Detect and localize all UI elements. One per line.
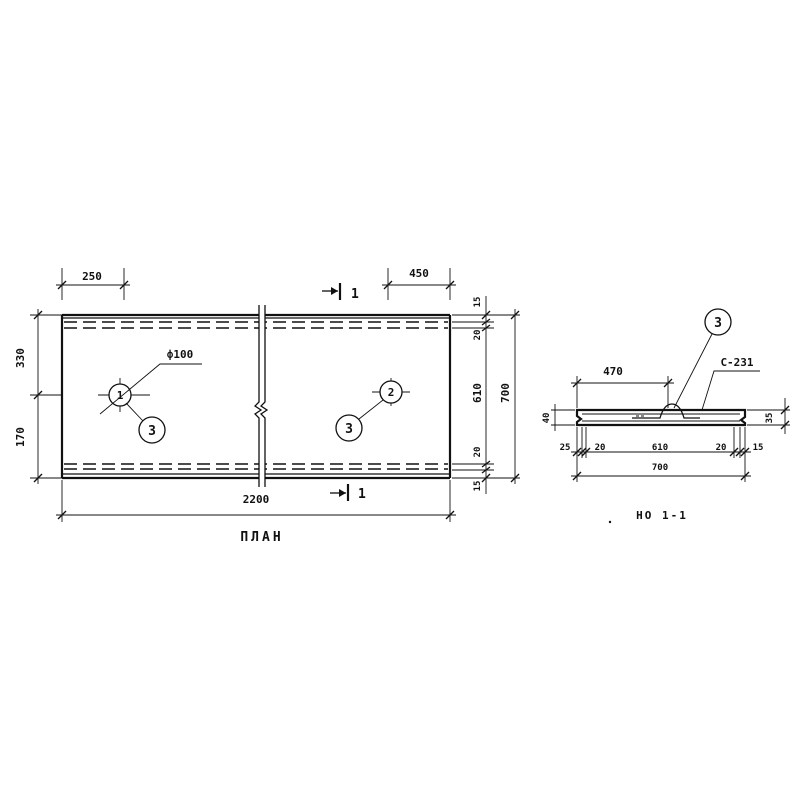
- dim-left-lower-label: 170: [14, 427, 27, 447]
- plan-title: ПЛАН: [240, 530, 283, 545]
- dim-overall-width-label: 700: [499, 383, 512, 403]
- dim-right-4-label: 20: [473, 447, 483, 458]
- dim-left-upper-label: 330: [14, 348, 27, 368]
- section-mark-label: С-231: [720, 356, 753, 369]
- dim-left-top-label: 250: [82, 270, 102, 283]
- dim-right-2-label: 20: [473, 330, 483, 341]
- diameter-leader: [99, 363, 202, 415]
- dim-right-top-label: 450: [409, 267, 429, 280]
- section-mark-top: 1: [322, 283, 359, 302]
- hole-marker-left: 1: [117, 389, 124, 402]
- dim-section-right-height: 35: [747, 398, 790, 434]
- hole-left: 1: [98, 378, 150, 412]
- dim-right-top: 450: [382, 267, 456, 300]
- dim-section-chain-4: 20: [716, 443, 727, 453]
- dim-right-3-label: 610: [471, 383, 484, 403]
- hole-right: 2: [372, 378, 410, 406]
- section-mark-bottom: 1: [330, 484, 366, 502]
- dim-left-vertical: 330 170: [14, 309, 62, 484]
- dim-right-1-label: 15: [473, 297, 483, 308]
- section-callout-circle: [704, 308, 732, 336]
- dim-overall-width: 700: [499, 309, 520, 484]
- dim-section-left-height-label: 40: [542, 413, 552, 424]
- dim-section-chain-2: 20: [595, 443, 606, 453]
- callout-circle-right: [335, 414, 363, 442]
- section-title: НО 1-1: [636, 509, 688, 522]
- dim-right-vertical: 15 20 610 20 15: [452, 296, 520, 494]
- dim-section-470-label: 470: [603, 365, 623, 378]
- section-rebar: [632, 403, 700, 419]
- break-line-left: [253, 305, 263, 487]
- dim-section-left-height: 40: [542, 404, 575, 431]
- section-mark-bottom-label: 1: [358, 487, 366, 502]
- dim-overall-length-label: 2200: [243, 493, 270, 506]
- section-view: 470 3 С-231 40 35: [542, 308, 790, 524]
- dim-section-chain-1: 25: [560, 443, 571, 453]
- section-callout: 3: [714, 316, 722, 331]
- hole-diameter-label: ф100: [167, 348, 194, 361]
- dim-section-chain-3: 610: [652, 443, 668, 453]
- callout-circle-left: [138, 416, 166, 444]
- break-line-right: [259, 305, 269, 487]
- plan-view: 1 ф100 3 2 3 250: [14, 267, 520, 545]
- dim-section-overall-label: 700: [652, 463, 668, 473]
- dim-section-overall: 700: [571, 463, 751, 481]
- dim-section-470: 470: [571, 365, 674, 408]
- hole-marker-right: 2: [388, 386, 395, 399]
- dim-section-chain-5: 15: [753, 443, 764, 453]
- callout-right: 3: [345, 422, 353, 437]
- dim-section-right-height-label: 35: [765, 413, 775, 424]
- dim-right-5-label: 15: [473, 481, 483, 492]
- section-mark-top-label: 1: [351, 287, 359, 302]
- section-slab-profile: [575, 408, 747, 427]
- dim-overall-length: 2200: [56, 480, 456, 522]
- dim-left-top: 250: [56, 268, 130, 300]
- callout-left: 3: [148, 424, 156, 439]
- dim-section-chain: 25 20 610 20 15: [560, 427, 764, 482]
